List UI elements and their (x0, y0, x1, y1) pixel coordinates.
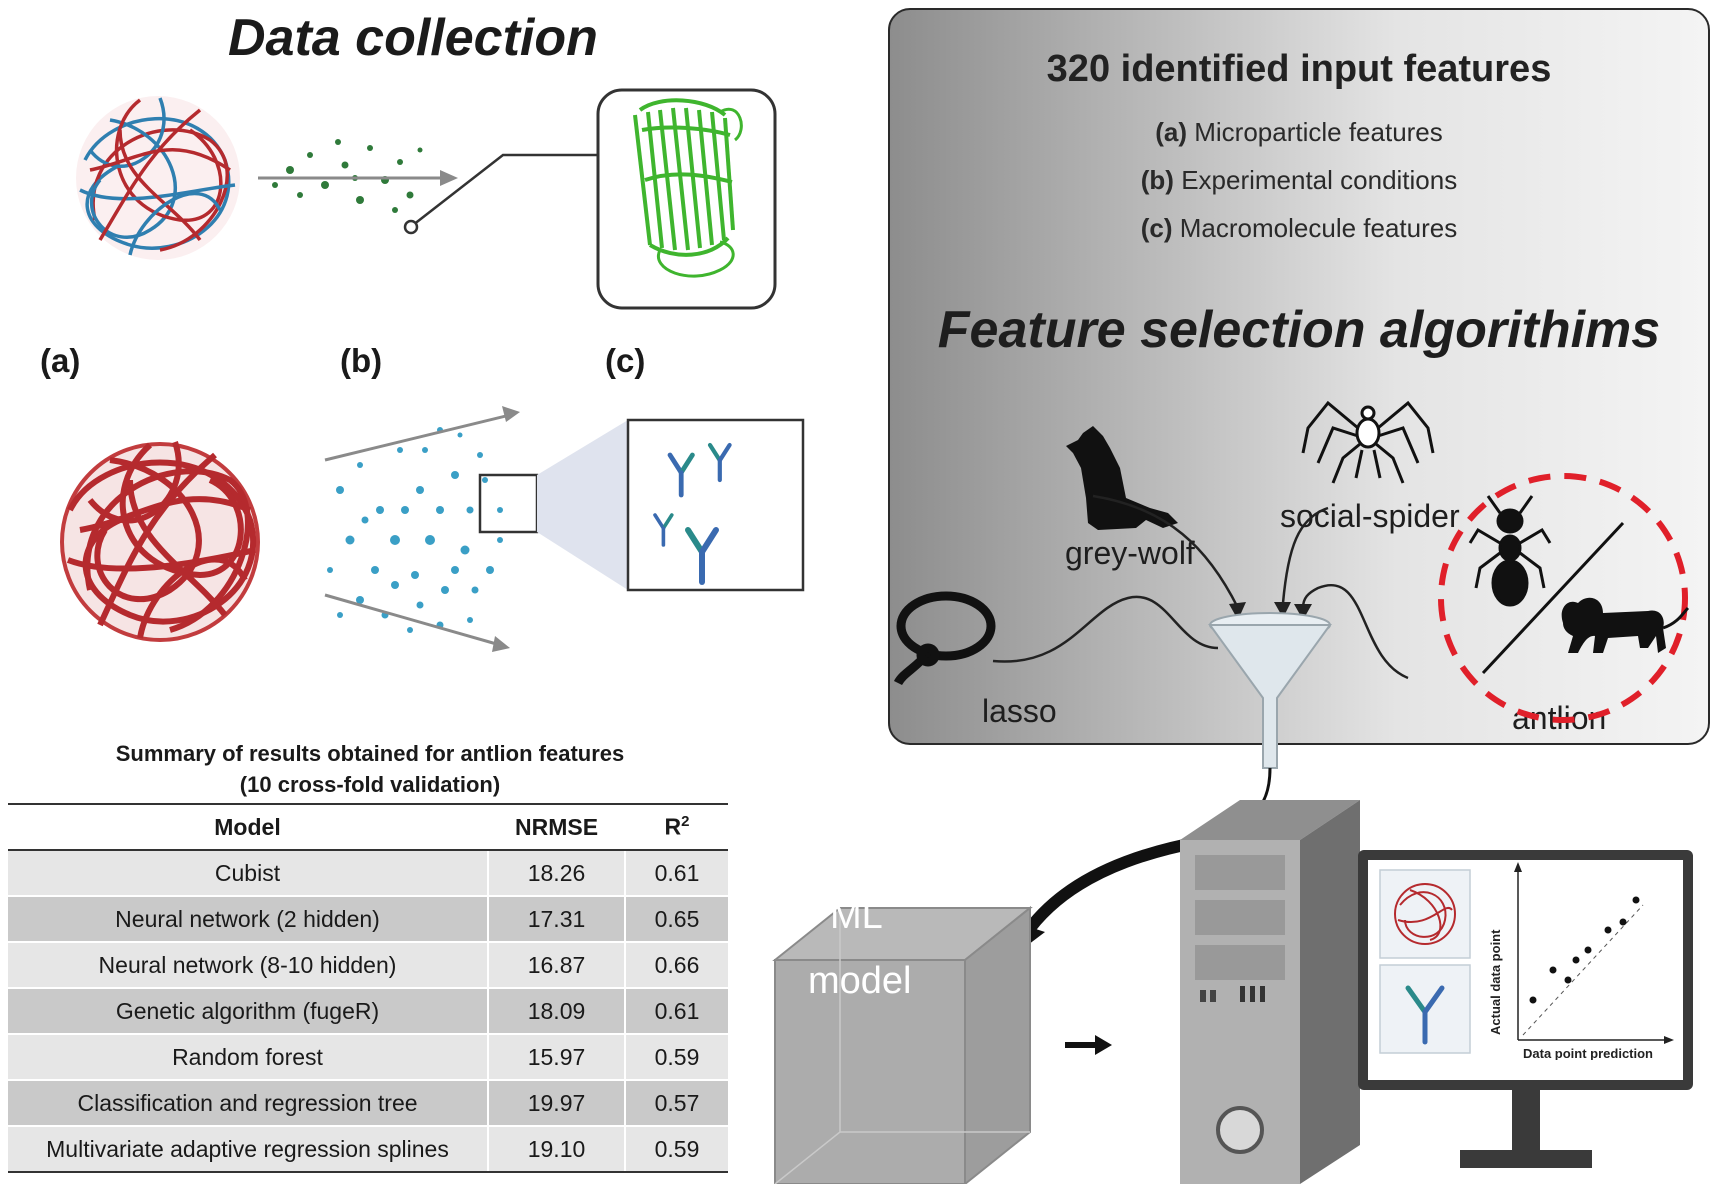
arrow-head-icon (1229, 602, 1246, 620)
scatter-point (1584, 946, 1592, 954)
table-row: Neural network (8-10 hidden) 16.87 0.66 (8, 942, 728, 989)
arrow-head-icon (502, 406, 520, 422)
data-collection-title: Data collection (228, 9, 598, 67)
cell-nrmse: 16.87 (487, 942, 625, 989)
antibody-inset-box (626, 418, 805, 592)
table-title-line1: Summary of results obtained for antlion … (115, 741, 625, 766)
scatter-point (1619, 918, 1627, 926)
wolf-icon (1066, 426, 1178, 530)
table-row: Genetic algorithm (fugeR) 18.09 0.61 (8, 988, 728, 1035)
feature-item-macromolecule: (c) Macromolecule features (1140, 213, 1458, 243)
microparticle-ball-red (60, 441, 260, 642)
arrow-head-icon (1294, 604, 1312, 620)
table-row: Classification and regression tree 19.97… (8, 1080, 728, 1127)
arrow-head-icon (1274, 602, 1291, 618)
cell-r2: 0.66 (624, 942, 728, 989)
data-collection-illustration (60, 88, 805, 652)
results-table: Model NRMSE R2 Cubist 18.26 0.61 Neural … (8, 803, 728, 1173)
plot-y-label: Actual data point (1488, 929, 1503, 1035)
antlion-highlight-circle (1438, 473, 1688, 723)
ml-model-cube (772, 905, 1033, 1184)
scatter-point (1572, 956, 1580, 964)
panel-label-b: (b) (340, 342, 383, 379)
cell-model: Classification and regression tree (8, 1080, 488, 1127)
feature-item-microparticle: (a) Microparticle features (1155, 117, 1443, 147)
funnel-icon (1208, 612, 1332, 769)
header-nrmse: NRMSE (487, 803, 625, 851)
mini-polymer-icon (1394, 883, 1456, 945)
zoom-box (478, 473, 539, 534)
arrow-head-icon (492, 636, 510, 652)
cell-nrmse: 15.97 (487, 1034, 625, 1081)
cell-r2: 0.61 (624, 850, 728, 897)
cell-model: Multivariate adaptive regression splines (8, 1126, 488, 1173)
particle-spray-green (272, 139, 423, 213)
scatter-point (1549, 966, 1557, 974)
feature-item-experimental: (b) Experimental conditions (1140, 165, 1458, 195)
mini-antibody-icon (1405, 985, 1445, 1045)
cell-model: Genetic algorithm (fugeR) (8, 988, 488, 1035)
spider-icon (1301, 400, 1435, 484)
results-table-wrap: Model NRMSE R2 Cubist 18.26 0.61 Neural … (8, 803, 728, 1173)
table-row: Random forest 15.97 0.59 (8, 1034, 728, 1081)
ml-label-line2: model (808, 960, 912, 1002)
panel-label-a: (a) (40, 342, 81, 379)
arrow-head-icon (440, 170, 458, 186)
fit-line (1522, 904, 1644, 1036)
scatter-point (1632, 896, 1640, 904)
social-spider-label: social-spider (1280, 498, 1460, 534)
table-caption: Summary of results obtained for antlion … (80, 738, 660, 800)
cell-nrmse: 19.10 (487, 1126, 625, 1173)
cell-nrmse: 17.31 (487, 896, 625, 943)
feature-selection-illustration (893, 400, 1690, 838)
ant-icon (1468, 495, 1552, 607)
ml-label-line1: ML (830, 895, 883, 937)
arrow-head-icon (1095, 1035, 1112, 1055)
connector-curves (992, 494, 1409, 680)
antibody-icons (653, 442, 732, 585)
cell-r2: 0.59 (624, 1034, 728, 1081)
zoom-cone (537, 420, 628, 590)
table-row: Neural network (2 hidden) 17.31 0.65 (8, 896, 728, 943)
cell-model: Neural network (2 hidden) (8, 896, 488, 943)
scatter-point (1564, 976, 1572, 984)
cell-r2: 0.57 (624, 1080, 728, 1127)
header-r2: R2 (624, 803, 728, 851)
panel-label-c: (c) (605, 342, 646, 379)
lion-icon (1561, 597, 1690, 653)
lasso-icon (893, 591, 996, 686)
features-title: 320 identified input features (1046, 48, 1552, 90)
divider-slash (1481, 521, 1625, 675)
computer-tower-icon (1180, 800, 1360, 1184)
plot-x-label: Data point prediction (1523, 1046, 1653, 1060)
cell-model: Cubist (8, 850, 488, 897)
ml-pipeline-illustration (772, 800, 1693, 1184)
table-header-row: Model NRMSE R2 (8, 803, 728, 851)
protein-inset-box (596, 88, 777, 310)
scatter-point (1604, 926, 1612, 934)
table-row: Multivariate adaptive regression splines… (8, 1126, 728, 1173)
prediction-scatter-plot: Actual data point Data point prediction (1488, 862, 1674, 1060)
cell-nrmse: 18.26 (487, 850, 625, 897)
table-row: Cubist 18.26 0.61 (8, 850, 728, 897)
cell-nrmse: 18.09 (487, 988, 625, 1035)
cell-r2: 0.59 (624, 1126, 728, 1173)
cell-model: Random forest (8, 1034, 488, 1081)
mixed-polymer-ball (76, 96, 240, 260)
table-title-line2: (10 cross-fold validation) (239, 772, 501, 797)
beta-barrel-protein-icon (633, 98, 743, 278)
header-model: Model (8, 803, 488, 851)
cell-r2: 0.61 (624, 988, 728, 1035)
feature-selection-title: Feature selection algorithims (937, 301, 1661, 359)
lasso-label: lasso (982, 693, 1057, 729)
particle-spray-blue (327, 427, 503, 633)
cell-r2: 0.65 (624, 896, 728, 943)
scatter-point (1529, 996, 1537, 1004)
cell-model: Neural network (8-10 hidden) (8, 942, 488, 989)
ml-overlay-layer: ML model (740, 760, 1713, 1184)
cell-nrmse: 19.97 (487, 1080, 625, 1127)
grey-wolf-label: grey-wolf (1065, 535, 1195, 571)
